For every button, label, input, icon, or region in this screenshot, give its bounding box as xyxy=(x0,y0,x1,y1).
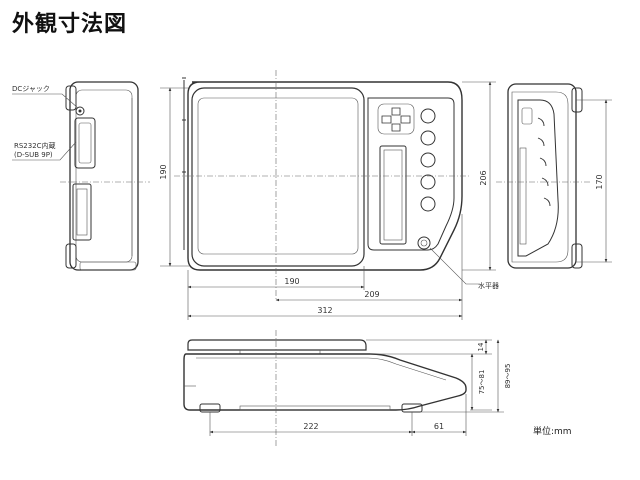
dim-depth-170: 170 xyxy=(595,174,604,189)
dim-total-height-89-95: 89～95 xyxy=(504,364,512,389)
direction-keys xyxy=(377,103,415,135)
round-keys xyxy=(420,108,436,212)
dc-jack-label: DCジャック xyxy=(12,85,50,93)
dim-body-height-75-81: 75～81 xyxy=(478,370,486,395)
rs232c-connector-label: (D-SUB 9P) xyxy=(14,151,53,159)
dim-height-190: 190 xyxy=(159,164,168,179)
dim-foot-span-222: 222 xyxy=(303,422,318,431)
front-view xyxy=(183,330,504,446)
top-view xyxy=(160,70,496,320)
left-side-view xyxy=(12,81,150,271)
dim-width-209: 209 xyxy=(364,290,379,299)
dim-width-312: 312 xyxy=(317,306,332,315)
level-gauge-label: 水平器 xyxy=(478,281,499,290)
rs232c-label: RS232C内蔵 xyxy=(14,141,56,150)
unit-label: 単位:mm xyxy=(533,427,572,437)
page-title: 外観寸法図 xyxy=(12,12,128,37)
right-side-view xyxy=(496,83,612,269)
dim-height-206: 206 xyxy=(479,170,488,185)
dim-pan-height-14: 14 xyxy=(477,342,485,351)
dim-width-190: 190 xyxy=(284,277,299,286)
dim-overhang-61: 61 xyxy=(434,422,444,431)
